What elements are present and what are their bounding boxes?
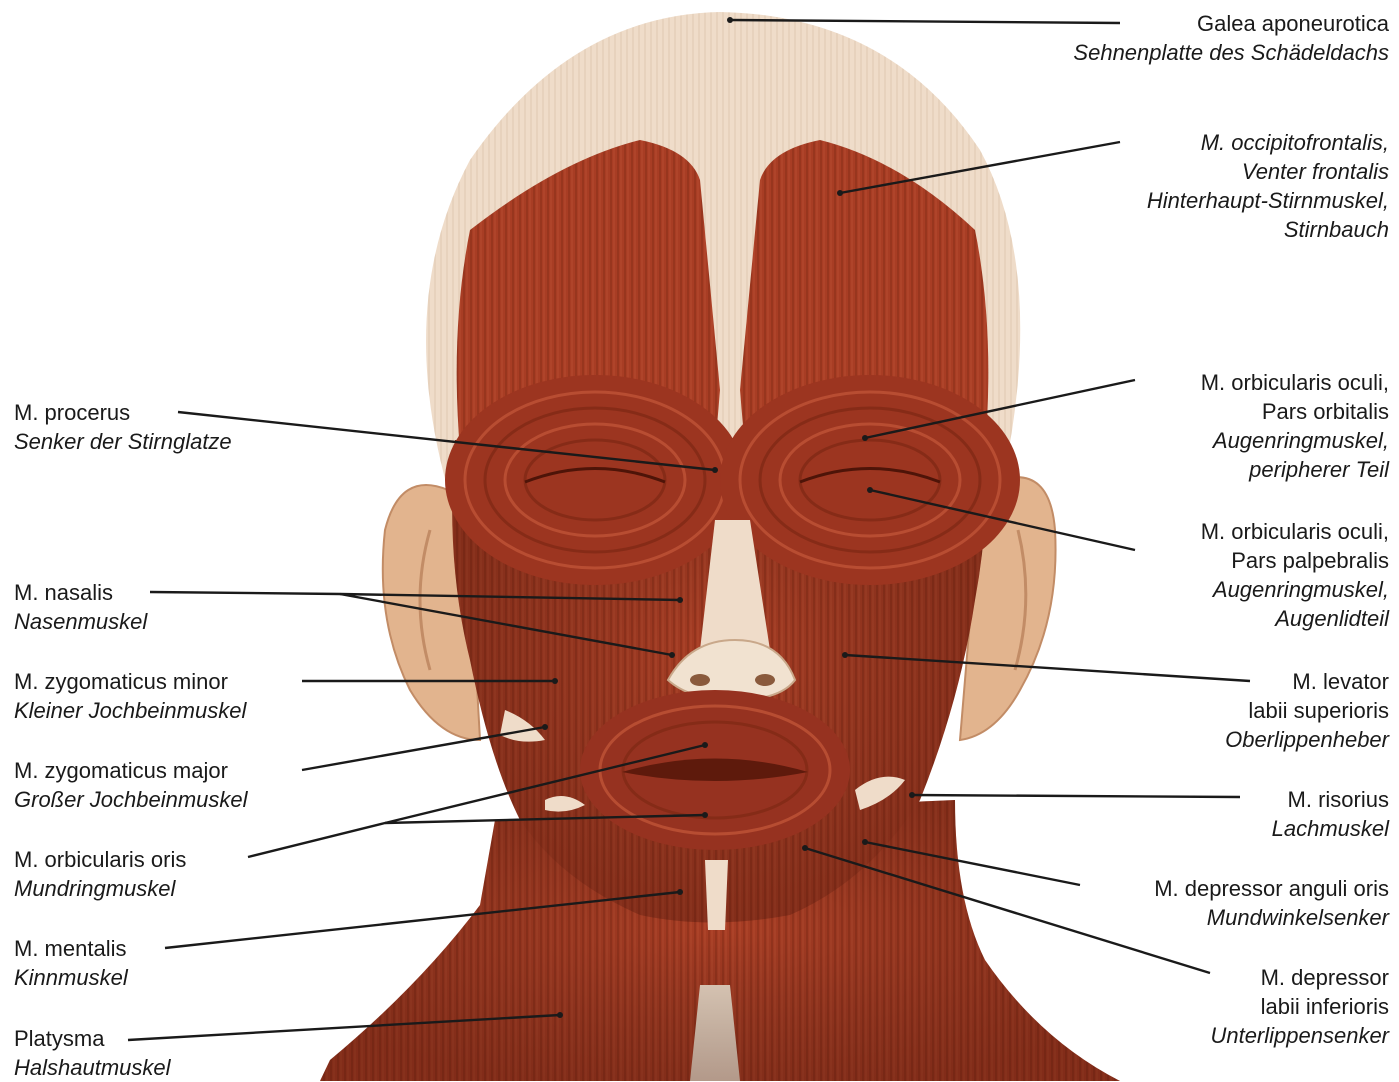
label-orbicularis-oris-german: Mundringmuskel xyxy=(14,874,186,903)
leader-risorius xyxy=(912,795,1240,797)
label-oo-orbitalis-latin-1: M. orbicularis oculi, xyxy=(1201,368,1389,397)
label-depressor-anguli-german: Mundwinkelsenker xyxy=(1154,903,1389,932)
label-zygomaticus-major-latin: M. zygomaticus major xyxy=(14,756,248,785)
label-zygomaticus-minor: M. zygomaticus minor Kleiner Jochbeinmus… xyxy=(14,667,246,725)
label-zygomaticus-minor-latin: M. zygomaticus minor xyxy=(14,667,246,696)
label-oo-palpebralis-german-2: Augenlidteil xyxy=(1201,604,1389,633)
label-nasalis-latin: M. nasalis xyxy=(14,578,147,607)
label-risorius-german: Lachmuskel xyxy=(1272,814,1389,843)
label-oo-orbitalis-german-1: Augenringmuskel, xyxy=(1201,426,1389,455)
label-mentalis: M. mentalis Kinnmuskel xyxy=(14,934,128,992)
label-oo-orbitalis-german-2: peripherer Teil xyxy=(1201,455,1389,484)
label-occipitofrontalis-latin-1: M. occipitofrontalis, xyxy=(1147,128,1389,157)
label-oo-palpebralis-latin-2: Pars palpebralis xyxy=(1201,546,1389,575)
label-platysma: Platysma Halshautmuskel xyxy=(14,1024,171,1082)
label-oo-orbitalis-latin-2: Pars orbitalis xyxy=(1201,397,1389,426)
label-levator-labii-latin-2: labii superioris xyxy=(1225,696,1389,725)
label-occipitofrontalis-german-1: Hinterhaupt-Stirnmuskel, xyxy=(1147,186,1389,215)
label-occipitofrontalis-german-2: Stirnbauch xyxy=(1147,215,1389,244)
label-zygomaticus-major-german: Großer Jochbeinmuskel xyxy=(14,785,248,814)
label-depressor-labii-german: Unterlippensenker xyxy=(1210,1021,1389,1050)
label-procerus-german: Senker der Stirnglatze xyxy=(14,427,232,456)
label-orbicularis-oculi-orbitalis: M. orbicularis oculi, Pars orbitalis Aug… xyxy=(1201,368,1389,484)
label-orbicularis-oris-latin: M. orbicularis oris xyxy=(14,845,186,874)
label-procerus: M. procerus Senker der Stirnglatze xyxy=(14,398,232,456)
label-orbicularis-oculi-palpebralis: M. orbicularis oculi, Pars palpebralis A… xyxy=(1201,517,1389,633)
label-zygomaticus-minor-german: Kleiner Jochbeinmuskel xyxy=(14,696,246,725)
label-risorius: M. risorius Lachmuskel xyxy=(1272,785,1389,843)
label-orbicularis-oris: M. orbicularis oris Mundringmuskel xyxy=(14,845,186,903)
label-platysma-latin: Platysma xyxy=(14,1024,171,1053)
label-mentalis-latin: M. mentalis xyxy=(14,934,128,963)
label-mentalis-german: Kinnmuskel xyxy=(14,963,128,992)
label-nasalis-german: Nasenmuskel xyxy=(14,607,147,636)
label-galea: Galea aponeurotica Sehnenplatte des Schä… xyxy=(1073,9,1389,67)
label-zygomaticus-major: M. zygomaticus major Großer Jochbeinmusk… xyxy=(14,756,248,814)
label-depressor-anguli: M. depressor anguli oris Mundwinkelsenke… xyxy=(1154,874,1389,932)
label-oo-palpebralis-german-1: Augenringmuskel, xyxy=(1201,575,1389,604)
label-depressor-labii-latin-1: M. depressor xyxy=(1210,963,1389,992)
label-galea-german: Sehnenplatte des Schädeldachs xyxy=(1073,38,1389,67)
label-risorius-latin: M. risorius xyxy=(1272,785,1389,814)
label-procerus-latin: M. procerus xyxy=(14,398,232,427)
label-oo-palpebralis-latin-1: M. orbicularis oculi, xyxy=(1201,517,1389,546)
label-depressor-anguli-latin: M. depressor anguli oris xyxy=(1154,874,1389,903)
label-levator-labii-german: Oberlippenheber xyxy=(1225,725,1389,754)
label-levator-labii-latin-1: M. levator xyxy=(1225,667,1389,696)
label-nasalis: M. nasalis Nasenmuskel xyxy=(14,578,147,636)
label-depressor-labii-latin-2: labii inferioris xyxy=(1210,992,1389,1021)
label-occipitofrontalis: M. occipitofrontalis, Venter frontalis H… xyxy=(1147,128,1389,244)
label-galea-latin: Galea aponeurotica xyxy=(1073,9,1389,38)
label-occipitofrontalis-latin-2: Venter frontalis xyxy=(1147,157,1389,186)
label-depressor-labii: M. depressor labii inferioris Unterlippe… xyxy=(1210,963,1389,1050)
label-levator-labii: M. levator labii superioris Oberlippenhe… xyxy=(1225,667,1389,754)
label-platysma-german: Halshautmuskel xyxy=(14,1053,171,1082)
